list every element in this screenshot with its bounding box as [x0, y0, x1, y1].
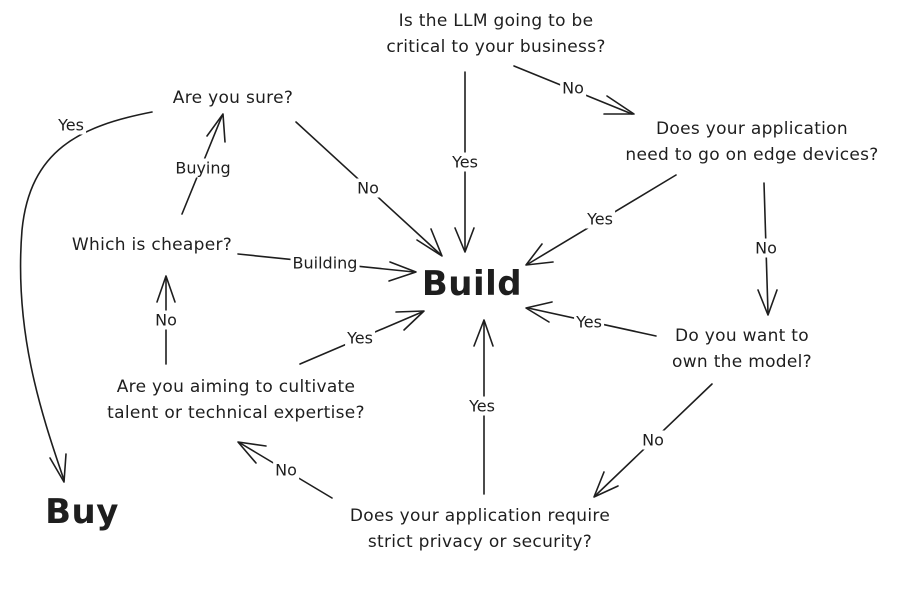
edge-label-edge-no: No [753, 238, 779, 258]
arrowhead-edge-to-build [525, 243, 554, 266]
edge-label-privacy-yes: Yes [467, 396, 497, 416]
edge-label-edge-yes: Yes [585, 209, 615, 229]
arrowhead-cheaper-to-sure [206, 113, 226, 143]
node-cheaper: Which is cheaper? [72, 232, 232, 258]
node-sure-line-1: Are you sure? [172, 88, 294, 108]
node-sure: Are you sure? [173, 85, 293, 111]
node-own-model: Do you want to own the model? [672, 323, 812, 375]
node-buy: Buy [45, 492, 119, 532]
node-build: Build [421, 264, 523, 304]
node-cheaper-line-1: Which is cheaper? [71, 235, 233, 255]
edge-label-llm-no: No [560, 78, 586, 98]
edge-label-own-no: No [640, 430, 666, 450]
node-llm-critical-line-1: Is the LLM going to be [398, 11, 594, 31]
arrowhead-own-to-privacy [593, 471, 619, 498]
arrowhead-cheaper-to-build [388, 261, 417, 282]
node-llm-critical-line-2: critical to your business? [386, 37, 606, 57]
edge-label-privacy-no: No [273, 460, 299, 480]
node-edge-devices: Does your application need to go on edge… [625, 116, 878, 168]
node-edge-devices-line-2: need to go on edge devices? [625, 145, 879, 165]
edge-label-sure-yes: Yes [56, 115, 86, 135]
arrowhead-talent-to-cheaper [156, 275, 176, 303]
node-llm-critical: Is the LLM going to be critical to your … [386, 8, 605, 60]
arrowhead-sure-to-buy [49, 453, 67, 483]
node-talent: Are you aiming to cultivate talent or te… [107, 374, 365, 426]
arrowhead-edge-to-own [757, 289, 778, 316]
edge-label-cheaper-buying: Buying [173, 158, 233, 178]
arrowhead-own-to-build [525, 301, 553, 323]
arrowhead-talent-to-build [395, 310, 425, 331]
node-talent-line-1: Are you aiming to cultivate [116, 377, 356, 397]
edge-label-sure-no: No [355, 178, 381, 198]
edge-label-cheaper-building: Building [290, 253, 360, 273]
arrowhead-llm-to-edge [603, 95, 635, 115]
node-privacy: Does your application require strict pri… [350, 503, 610, 555]
edge-sure-to-buy [19, 111, 153, 481]
edge-label-talent-yes: Yes [345, 328, 375, 348]
node-edge-devices-line-1: Does your application [656, 119, 848, 139]
node-privacy-line-2: strict privacy or security? [367, 532, 593, 552]
node-privacy-line-1: Does your application require [349, 506, 611, 526]
edge-label-talent-no: No [153, 310, 179, 330]
arrowhead-sure-to-build [416, 228, 443, 257]
node-talent-line-2: talent or technical expertise? [107, 403, 365, 423]
arrowhead-privacy-to-build [473, 319, 494, 347]
edge-label-own-yes: Yes [574, 312, 604, 332]
node-own-model-line-1: Do you want to [675, 326, 809, 346]
node-own-model-line-2: own the model? [672, 352, 812, 372]
edge-label-llm-yes: Yes [450, 152, 480, 172]
arrowhead-llm-to-build [454, 227, 475, 253]
arrowhead-privacy-to-talent [237, 441, 267, 464]
